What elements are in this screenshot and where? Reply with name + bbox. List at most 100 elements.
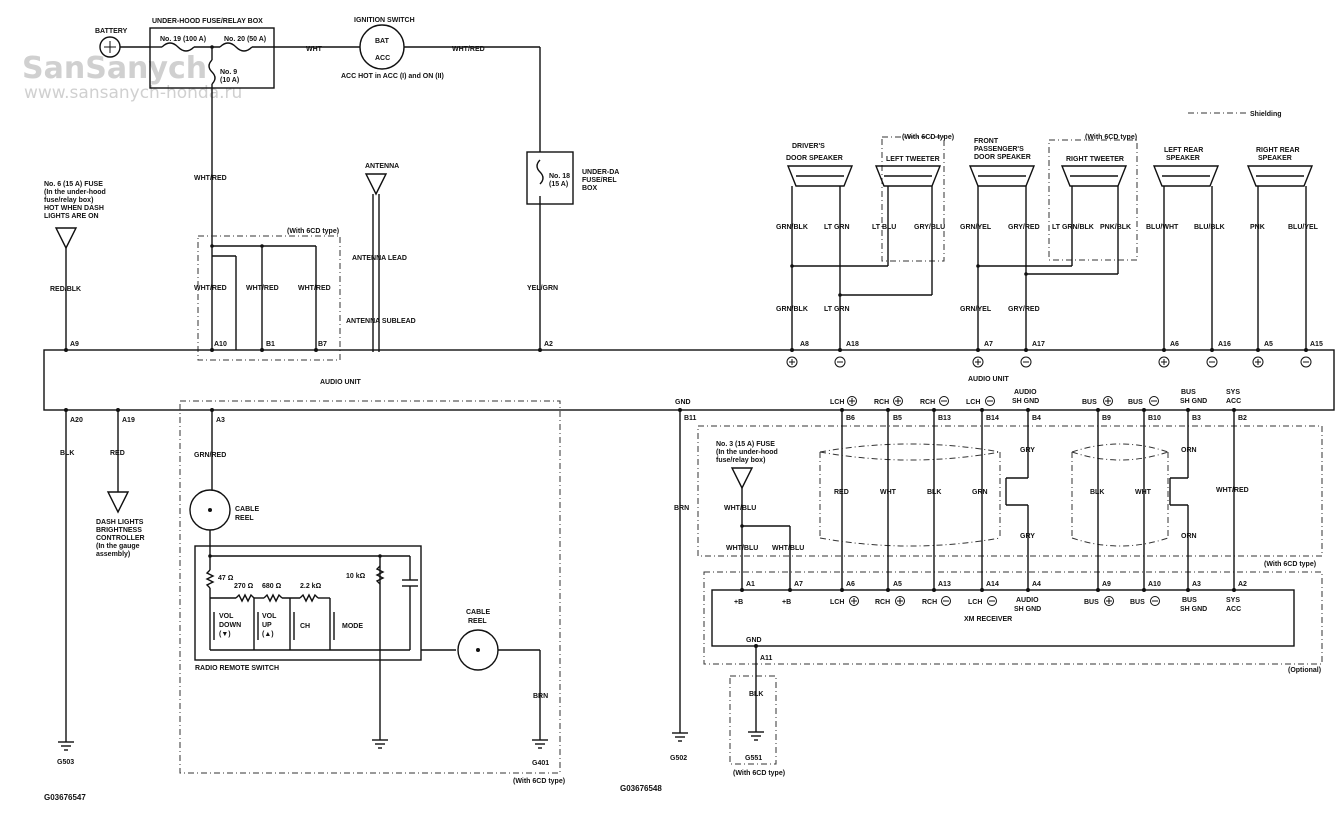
g502-label: G502 bbox=[670, 755, 687, 762]
w-blu-blk: BLU/BLK bbox=[1194, 224, 1225, 231]
xm-pin-a10: A10 bbox=[1148, 581, 1161, 588]
six-cd-label-top: (With 6CD type) bbox=[287, 228, 339, 235]
left-rear-a: LEFT REAR bbox=[1164, 147, 1203, 154]
fuse3-l2: (In the under-hood bbox=[716, 449, 778, 456]
xm-pin-a7: A7 bbox=[794, 581, 803, 588]
w-grn-yel: GRN/YEL bbox=[960, 224, 992, 231]
dimmer-l5: assembly) bbox=[96, 551, 130, 558]
sig-lch-n: LCH bbox=[966, 399, 980, 406]
xw-gry-bot: GRY bbox=[1020, 533, 1035, 540]
fuse19-label: No. 19 (100 A) bbox=[160, 36, 206, 43]
pin-a6: A6 bbox=[1170, 341, 1179, 348]
six-cd-label-xm: (With 6CD type) bbox=[1264, 561, 1316, 568]
wire-b7: WHT/RED bbox=[298, 285, 331, 292]
w-gry-red-2: GRY/RED bbox=[1008, 306, 1040, 313]
btn-vol-up-c: (▲) bbox=[262, 631, 274, 638]
xw-gry-top: GRY bbox=[1020, 447, 1035, 454]
cable-reel-1-b: REEL bbox=[235, 515, 254, 522]
r-270: 270 Ω bbox=[234, 583, 254, 590]
pin-b13: B13 bbox=[938, 415, 951, 422]
pin-a3: A3 bbox=[216, 417, 225, 424]
w-brn-g401: BRN bbox=[533, 693, 548, 700]
xw-grn: GRN bbox=[972, 489, 988, 496]
xw-orn-top: ORN bbox=[1181, 447, 1197, 454]
pin-b7: B7 bbox=[318, 341, 327, 348]
dash-fuse-l4: HOT WHEN DASH bbox=[44, 205, 104, 212]
wire-b1: WHT/RED bbox=[246, 285, 279, 292]
radio-remote-switch bbox=[194, 545, 422, 661]
underdash-label-b: FUSE/REL bbox=[582, 177, 617, 184]
xm-sig-rch-n: RCH bbox=[922, 599, 937, 606]
ground-g503-symbol bbox=[58, 741, 74, 751]
six-cd-right-tweeter-box bbox=[1048, 139, 1138, 261]
r-47: 47 Ω bbox=[218, 575, 234, 582]
dash-fuse-l3: fuse/relay box) bbox=[44, 197, 93, 204]
w-blk-g551: BLK bbox=[749, 691, 763, 698]
shield-audio-back bbox=[819, 451, 1001, 461]
underdash-label-c: BOX bbox=[582, 185, 598, 192]
six-cd-left-tweeter-box bbox=[881, 136, 945, 262]
xm-pin-a2: A2 bbox=[1238, 581, 1247, 588]
xm-sig-b2: +B bbox=[782, 599, 791, 606]
audio-unit-label-right: AUDIO UNIT bbox=[968, 376, 1010, 383]
btn-vol-down-b: DOWN bbox=[219, 622, 241, 629]
six-cd-label-lt: (With 6CD type) bbox=[902, 134, 954, 141]
underhood-box-label: UNDER-HOOD FUSE/RELAY BOX bbox=[152, 18, 263, 25]
xm-sig-audio: AUDIO bbox=[1016, 597, 1039, 604]
w-pnk: PNK bbox=[1250, 224, 1265, 231]
optional-box bbox=[703, 571, 1323, 665]
sig-audio: AUDIO bbox=[1014, 389, 1037, 396]
pin-a5: A5 bbox=[1264, 341, 1273, 348]
pin-a10: A10 bbox=[214, 341, 227, 348]
xm-pin-a13: A13 bbox=[938, 581, 951, 588]
dimmer-symbol bbox=[106, 491, 130, 514]
ground-g551-symbol bbox=[748, 731, 764, 741]
pin-b9: B9 bbox=[1102, 415, 1111, 422]
w-gry-blu: GRY/BLU bbox=[914, 224, 945, 231]
xm-sig-lch-p: LCH bbox=[830, 599, 844, 606]
code-left: G03676547 bbox=[44, 793, 86, 802]
fuse9-amps: (10 A) bbox=[220, 77, 239, 84]
xm-sig-bus-sh-gnd: SH GND bbox=[1180, 606, 1207, 613]
left-tweeter-label: LEFT TWEETER bbox=[886, 156, 940, 163]
six-cd-box-g551 bbox=[729, 675, 777, 765]
w-grn-yel-2: GRN/YEL bbox=[960, 306, 992, 313]
speaker-symbols bbox=[786, 165, 1314, 187]
g551-label: G551 bbox=[745, 755, 762, 762]
pin-b2: B2 bbox=[1238, 415, 1247, 422]
audio-unit-label-left: AUDIO UNIT bbox=[320, 379, 362, 386]
xm-sig-sh-gnd: SH GND bbox=[1014, 606, 1041, 613]
sig-bus-n: BUS bbox=[1128, 399, 1143, 406]
front-spk-a: FRONT bbox=[974, 138, 999, 145]
watermark-url: www.sansanych-honda.ru bbox=[24, 83, 242, 103]
fuse20-label: No. 20 (50 A) bbox=[224, 36, 266, 43]
w-lt-grn-blk: LT GRN/BLK bbox=[1052, 224, 1094, 231]
wire-wht-label: WHT bbox=[306, 46, 323, 53]
pin-b4: B4 bbox=[1032, 415, 1041, 422]
pin-a15: A15 bbox=[1310, 341, 1323, 348]
xm-label: XM RECEIVER bbox=[964, 616, 1012, 623]
ground-g502-symbol bbox=[672, 732, 688, 742]
w-gry-red: GRY/RED bbox=[1008, 224, 1040, 231]
r-680: 680 Ω bbox=[262, 583, 282, 590]
xm-pin-a11: A11 bbox=[760, 655, 773, 662]
ign-bat: BAT bbox=[375, 38, 390, 45]
sig-rch-n: RCH bbox=[920, 399, 935, 406]
wire-red-blk: RED/BLK bbox=[50, 286, 81, 293]
xm-pin-a4: A4 bbox=[1032, 581, 1041, 588]
ground-g401-symbol bbox=[532, 739, 548, 749]
dimmer-l1: DASH LIGHTS bbox=[96, 519, 144, 526]
pin-a17: A17 bbox=[1032, 341, 1045, 348]
dash-fuse-symbol bbox=[54, 227, 78, 250]
right-tweeter-label: RIGHT TWEETER bbox=[1066, 156, 1124, 163]
pin-b3: B3 bbox=[1192, 415, 1201, 422]
sig-bus-sh-gnd: SH GND bbox=[1180, 398, 1207, 405]
w-wht-blu-a1: WHT/BLU bbox=[726, 545, 758, 552]
pin-b5: B5 bbox=[893, 415, 902, 422]
fuse3-symbol bbox=[730, 467, 754, 490]
top-pins: A9 A10 B1 B7 A2 A8 A18 A7 A17 A6 A16 A5 … bbox=[64, 341, 1323, 352]
w-blk-a20: BLK bbox=[60, 450, 74, 457]
xm-pin-a9: A9 bbox=[1102, 581, 1111, 588]
xm-receiver bbox=[711, 589, 1295, 647]
